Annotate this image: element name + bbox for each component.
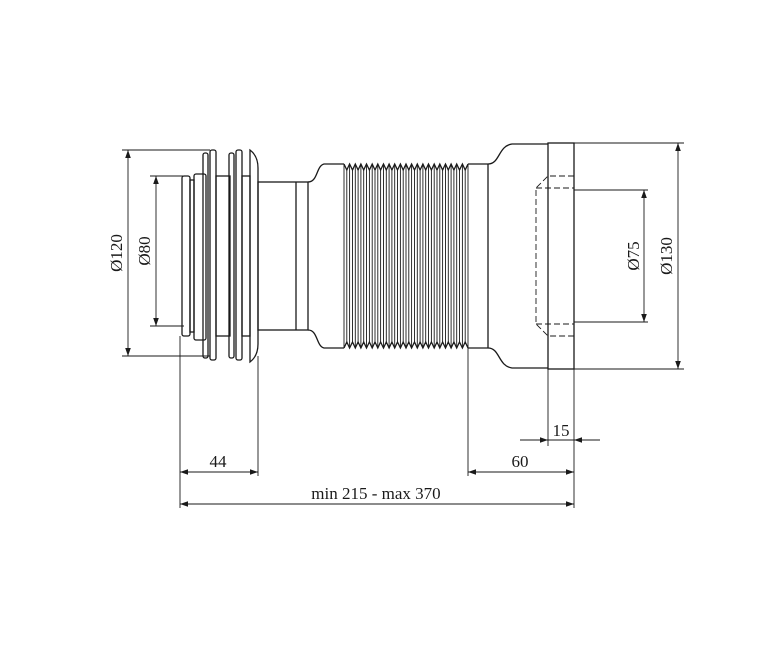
corrugated-bellows: [343, 162, 469, 350]
extension-lines: [122, 142, 684, 508]
label-15: 15: [553, 421, 570, 440]
dimension-labels: Ø120 Ø80 Ø75 Ø130 44 60 15 min 215 - max…: [107, 234, 676, 503]
label-d120: Ø120: [107, 234, 126, 272]
right-socket: [468, 142, 575, 370]
left-connector: [181, 148, 259, 364]
label-44: 44: [210, 452, 228, 471]
label-d80: Ø80: [135, 236, 154, 265]
left-pipe: [257, 163, 344, 349]
label-60: 60: [512, 452, 529, 471]
label-d75: Ø75: [624, 241, 643, 270]
dimension-lines: [125, 143, 681, 507]
label-total-length: min 215 - max 370: [311, 484, 440, 503]
label-d130: Ø130: [657, 237, 676, 275]
